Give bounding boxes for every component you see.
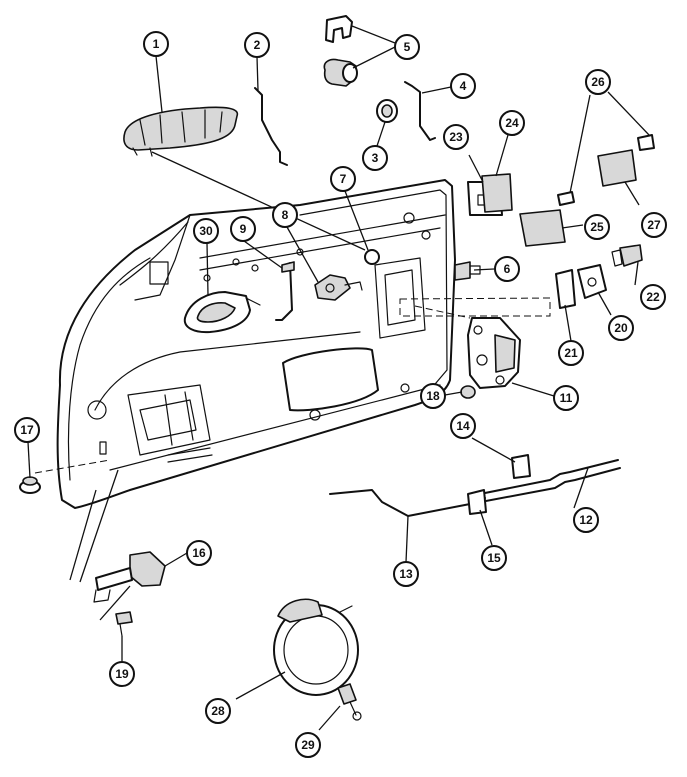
check-strap-part-16: [93, 551, 166, 603]
plug-part-17: [19, 476, 41, 494]
callout-11: 11: [553, 385, 579, 411]
screw-part-29: [337, 683, 362, 721]
door-shell: [56, 179, 456, 509]
callout-label: 27: [647, 218, 661, 232]
grommet-part-7: [364, 249, 380, 265]
rod-part-4: [404, 81, 436, 141]
callout-17: 17: [14, 417, 40, 443]
clip-part-15: [467, 489, 487, 515]
callout-label: 5: [404, 40, 411, 54]
callout-label: 14: [456, 419, 470, 433]
callout-26: 26: [585, 69, 611, 95]
callout-label: 29: [301, 738, 315, 752]
callout-label: 19: [115, 667, 129, 681]
callout-label: 2: [254, 38, 261, 52]
plate-part-25: [519, 209, 566, 247]
callout-label: 9: [240, 222, 247, 236]
callout-label: 26: [591, 75, 605, 89]
callout-1: 1: [143, 31, 169, 57]
callout-5: 5: [394, 34, 420, 60]
callout-23: 23: [443, 124, 469, 150]
callout-label: 20: [614, 321, 628, 335]
callout-30: 30: [193, 218, 219, 244]
hinge-part-24: [481, 173, 513, 213]
clip-part-14: [511, 454, 531, 479]
callout-label: 16: [192, 546, 206, 560]
callout-label: 24: [505, 116, 519, 130]
bolt-part-22: [611, 244, 643, 267]
callout-label: 12: [579, 513, 593, 527]
inside-handle-part-30: [183, 291, 261, 334]
callout-label: 25: [590, 220, 604, 234]
rod-clip-part-9: [275, 261, 295, 321]
lock-cylinder-part-5: [323, 15, 358, 87]
callout-2: 2: [244, 32, 270, 58]
callout-label: 18: [426, 389, 440, 403]
shim-part-21: [555, 269, 576, 309]
callout-label: 23: [449, 130, 463, 144]
callout-14: 14: [450, 413, 476, 439]
rod-part-12: [469, 459, 621, 505]
callout-9: 9: [230, 216, 256, 242]
callout-20: 20: [608, 315, 634, 341]
callout-27: 27: [641, 212, 667, 238]
callout-label: 30: [199, 224, 213, 238]
callout-6: 6: [494, 256, 520, 282]
callout-label: 28: [211, 704, 225, 718]
screw-part-6: [454, 261, 481, 281]
bolt-part-19: [115, 611, 133, 637]
callout-13: 13: [393, 561, 419, 587]
hidden-lines: [34, 297, 551, 474]
outside-handle-part-1: [123, 106, 239, 157]
lock-linkage-part-8: [314, 274, 363, 301]
callouts: 1 2 3 4 5 6 7 8 9 11 12 13 14 15 16 17 1…: [14, 31, 667, 758]
callout-21: 21: [558, 340, 584, 366]
callout-label: 1: [153, 37, 160, 51]
plate-part-27: [597, 149, 637, 187]
striker-part-20: [577, 264, 607, 299]
callout-28: 28: [205, 698, 231, 724]
callout-18: 18: [420, 383, 446, 409]
callout-12: 12: [573, 507, 599, 533]
rod-part-2: [254, 87, 288, 166]
bolts-part-26: [557, 134, 655, 206]
callout-label: 6: [504, 262, 511, 276]
callout-29: 29: [295, 732, 321, 758]
callout-label: 7: [340, 172, 347, 186]
speaker-part-28: [273, 598, 359, 696]
callout-label: 4: [460, 79, 467, 93]
callout-label: 13: [399, 567, 413, 581]
callout-16: 16: [186, 540, 212, 566]
callout-8: 8: [272, 202, 298, 228]
callout-label: 17: [20, 423, 34, 437]
callout-7: 7: [330, 166, 356, 192]
callout-19: 19: [109, 661, 135, 687]
rod-part-13: [329, 489, 486, 517]
callout-label: 15: [487, 551, 501, 565]
callout-4: 4: [450, 73, 476, 99]
callout-24: 24: [499, 110, 525, 136]
callout-label: 11: [560, 391, 573, 405]
callout-15: 15: [481, 545, 507, 571]
screw-part-18: [460, 385, 476, 399]
callout-3: 3: [362, 145, 388, 171]
leader-lines: [27, 25, 651, 731]
callout-22: 22: [640, 284, 666, 310]
latch-part-11: [467, 317, 521, 389]
grommet-part-3: [376, 99, 398, 123]
callout-label: 22: [646, 290, 660, 304]
callout-label: 8: [282, 208, 289, 222]
callout-label: 21: [564, 346, 578, 360]
callout-25: 25: [584, 214, 610, 240]
callout-label: 3: [372, 151, 379, 165]
